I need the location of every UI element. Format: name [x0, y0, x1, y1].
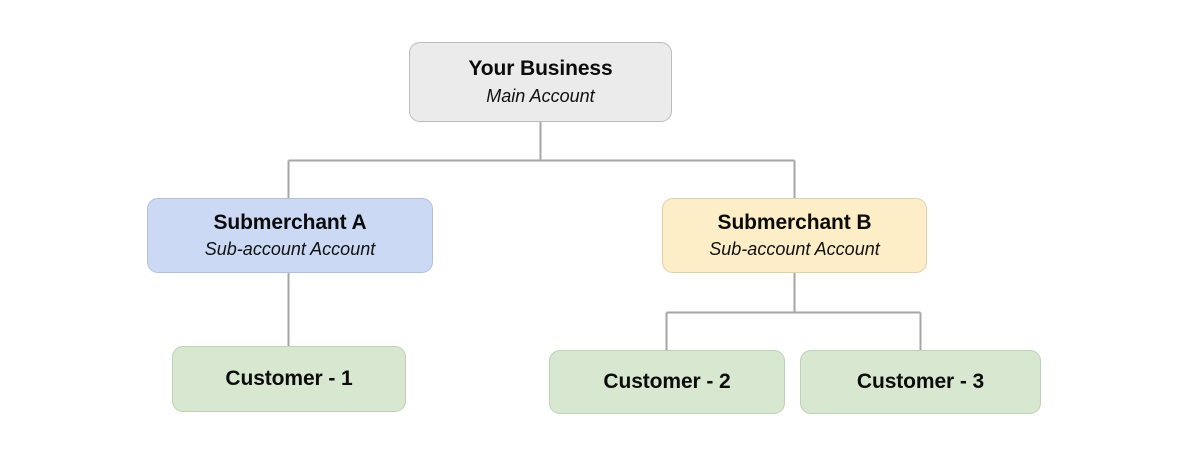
node-submerchant-a[interactable]: Submerchant A Sub-account Account: [147, 198, 433, 273]
node-subtitle: Sub-account Account: [204, 239, 376, 260]
node-customer-3[interactable]: Customer - 3: [800, 350, 1041, 414]
node-customer-1[interactable]: Customer - 1: [172, 346, 406, 412]
node-title: Customer - 3: [856, 369, 985, 393]
node-title: Submerchant A: [213, 210, 367, 234]
node-customer-2[interactable]: Customer - 2: [549, 350, 785, 414]
node-title: Your Business: [468, 57, 613, 81]
node-subtitle: Main Account: [486, 85, 595, 106]
node-your-business[interactable]: Your Business Main Account: [409, 42, 672, 122]
node-title: Customer - 2: [603, 369, 731, 393]
node-subtitle: Sub-account Account: [709, 239, 880, 260]
node-title: Customer - 1: [225, 366, 353, 390]
node-title: Submerchant B: [717, 210, 872, 234]
node-submerchant-b[interactable]: Submerchant B Sub-account Account: [662, 198, 927, 273]
